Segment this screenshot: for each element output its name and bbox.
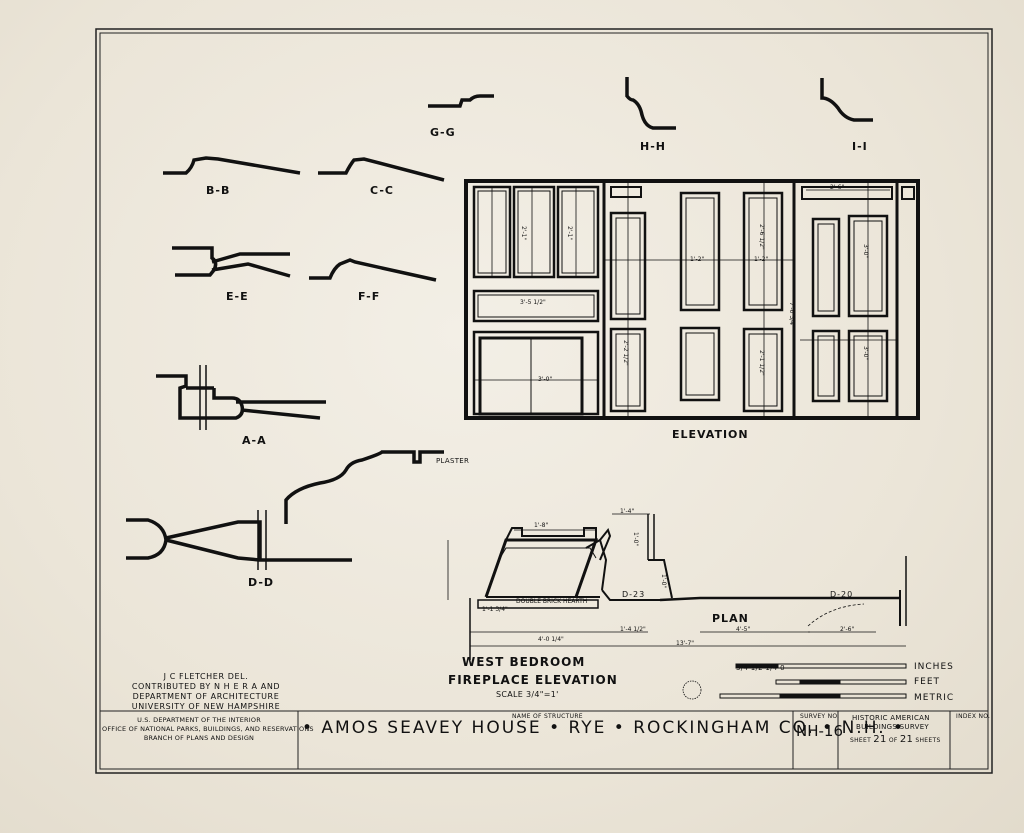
scale-bars [682, 663, 907, 700]
section-label-ff: F-F [358, 290, 381, 303]
elevation-dim-13: 3'-0" [862, 346, 869, 361]
elevation-dim-4: 3'-0" [538, 376, 553, 383]
profile-hh [625, 77, 676, 130]
sheet-count: SHEET 21 OF 21 SHEETS [850, 734, 941, 745]
elevation-dim-7: 2'-1 1/2" [758, 350, 765, 376]
plaster-note: PLASTER [436, 457, 470, 465]
moulding-profiles [126, 77, 873, 570]
credits-block: J C FLETCHER DEL. CONTRIBUTED BY N H E R… [118, 672, 294, 712]
d23-label: D-23 [622, 590, 646, 599]
habs-title-1: HISTORIC AMERICAN [852, 714, 930, 722]
section-label-hh: H-H [640, 140, 666, 153]
profile-cc [318, 157, 445, 182]
elevation-dim-1: 3'-5 1/2" [520, 299, 546, 306]
elevation-dim-12: 2'-2 1/2" [622, 340, 629, 366]
credit-line-1: J C FLETCHER DEL. [163, 672, 249, 681]
elevation-dim-9: 3'-0" [862, 244, 869, 259]
name-of-structure-label: NAME OF STRUCTURE [512, 713, 583, 720]
elevation-dimensions [474, 183, 898, 418]
section-label-ee: E-E [226, 290, 249, 303]
hearth-note: DOUBLE BRICK HEARTH [516, 598, 588, 605]
elevation-dim-6: 1'-2" [754, 256, 769, 263]
profile-aa [156, 374, 326, 420]
section-label-gg: G-G [430, 126, 456, 139]
profile-ii [820, 78, 873, 122]
credit-line-4: UNIVERSITY OF NEW HAMPSHIRE [131, 702, 281, 711]
fireplace-dim-2: 1'-4" [620, 508, 635, 515]
scale-feet-label: FEET [914, 677, 941, 687]
profile-dd [126, 450, 444, 562]
fireplace-dim-5: 1'-4 1/2" [620, 626, 646, 633]
structure-name: • AMOS SEAVEY HOUSE • RYE • ROCKINGHAM C… [302, 718, 906, 738]
d20-label: D-20 [830, 590, 854, 599]
agency-line-2: OFFICE OF NATIONAL PARKS, BUILDINGS, AND… [102, 725, 314, 733]
scale-inches-label: INCHES [914, 662, 954, 672]
agency-line-3: BRANCH OF PLANS AND DESIGN [143, 734, 255, 742]
elevation-dim-3: 2'-1" [566, 226, 573, 241]
profile-gg [428, 94, 494, 108]
scale-metric-label: METRIC [914, 693, 955, 703]
sheet-word: SHEET [850, 737, 872, 744]
habs-title-2: BUILDINGS SURVEY [856, 723, 930, 731]
sheet-number: 21 [873, 734, 887, 745]
fireplace-title-2: FIREPLACE ELEVATION [448, 673, 618, 687]
profile-ff [309, 258, 437, 282]
fireplace-dim-7: 2'-6" [840, 626, 855, 633]
elevation-label: ELEVATION [672, 428, 749, 441]
fireplace-dim-6: 4'-5" [736, 626, 751, 633]
credit-line-2: CONTRIBUTED BY N H E R A AND [131, 682, 281, 691]
credit-line-3: DEPARTMENT OF ARCHITECTURE [132, 692, 280, 701]
fireplace-dim-9: 1'-1 3/4" [482, 606, 508, 613]
elevation-dim-8: 2'-6 1/2" [758, 224, 765, 250]
survey-no-label: SURVEY NO. [800, 713, 840, 720]
section-label-ii: I-I [852, 140, 868, 153]
plan-label: PLAN [712, 612, 749, 625]
elevation-dim-11: 2'-6" [830, 184, 845, 191]
outer-border [95, 28, 993, 774]
fireplace-dim-4: 4'-0 1/4" [538, 636, 564, 643]
survey-number: NH-16 [796, 722, 843, 740]
elevation-dim-2: 2'-1" [520, 226, 527, 241]
section-label-aa: A-A [242, 434, 267, 447]
fireplace-elevation [469, 514, 907, 660]
sheet-total: 21 [899, 734, 914, 745]
inner-border [99, 32, 989, 770]
agency-line-1: U.S. DEPARTMENT OF THE INTERIOR [137, 716, 261, 724]
fireplace-dimensions [447, 513, 906, 647]
elevation-dim-5: 1'-2" [690, 256, 705, 263]
scale-fractions: 3/4 1/2 1/4 0 [736, 664, 785, 672]
profile-bb [163, 156, 301, 175]
section-label-dd: D-D [248, 576, 275, 589]
section-label-bb: B-B [206, 184, 231, 197]
fireplace-title-1: WEST BEDROOM [462, 655, 586, 669]
fireplace-dim-8: 13'-7" [676, 640, 695, 647]
of-word: OF [888, 737, 898, 744]
fireplace-dim-3: 1'-0" [632, 532, 639, 547]
profile-ee [172, 246, 291, 278]
index-no-label: INDEX NO. [956, 713, 991, 720]
elevation-dim-10: 7'-0 3/4" [788, 302, 795, 328]
agency-block: U.S. DEPARTMENT OF THE INTERIOR OFFICE O… [102, 716, 314, 743]
section-label-cc: C-C [370, 184, 394, 197]
fireplace-scale: SCALE 3/4"=1' [496, 690, 559, 699]
title-block-lines [100, 710, 988, 769]
sheets-word: SHEETS [915, 737, 941, 744]
fireplace-dim-10: 1'-0" [660, 574, 667, 589]
fireplace-dim-1: 1'-8" [534, 522, 549, 529]
